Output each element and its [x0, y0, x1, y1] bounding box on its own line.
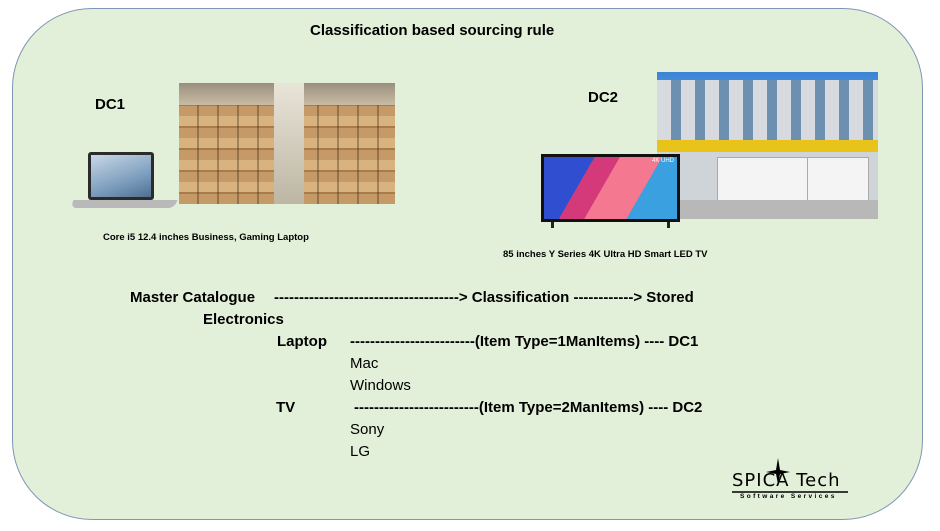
flow-category: Electronics	[203, 311, 284, 328]
spica-tech-logo: SPICA Tech Software Services	[726, 458, 854, 502]
logo-text: SPICA Tech	[732, 470, 841, 491]
flow-item-tv-arrow: -------------------------(Item Type=2Man…	[354, 399, 703, 416]
flow-item-tv: TV	[276, 399, 296, 416]
flow-item-laptop-arrow: -------------------------(Item Type=1Man…	[350, 333, 699, 350]
logo-tagline: Software Services	[740, 493, 837, 500]
flow-child: Sony	[350, 421, 385, 438]
tv-image: 4K UHD	[541, 154, 680, 228]
slide-title: Classification based sourcing rule	[310, 22, 555, 39]
flow-root: Master Catalogue	[130, 289, 256, 306]
dc1-label: DC1	[95, 96, 126, 113]
warehouse-image	[179, 83, 395, 204]
flow-child: Mac	[350, 355, 379, 372]
flow-child: LG	[350, 443, 371, 460]
dc2-label: DC2	[588, 89, 619, 106]
dc1-caption: Core i5 12.4 inches Business, Gaming Lap…	[103, 232, 309, 243]
dc2-caption: 85 inches Y Series 4K Ultra HD Smart LED…	[503, 249, 708, 260]
flow-child: Windows	[350, 377, 411, 394]
laptop-image	[70, 150, 178, 212]
star-icon	[732, 458, 848, 493]
tv-badge: 4K UHD	[651, 158, 674, 164]
flow-item-laptop: Laptop	[277, 333, 327, 350]
distribution-center-image	[657, 72, 878, 219]
flow-root-arrow: -------------------------------------> C…	[274, 289, 694, 306]
